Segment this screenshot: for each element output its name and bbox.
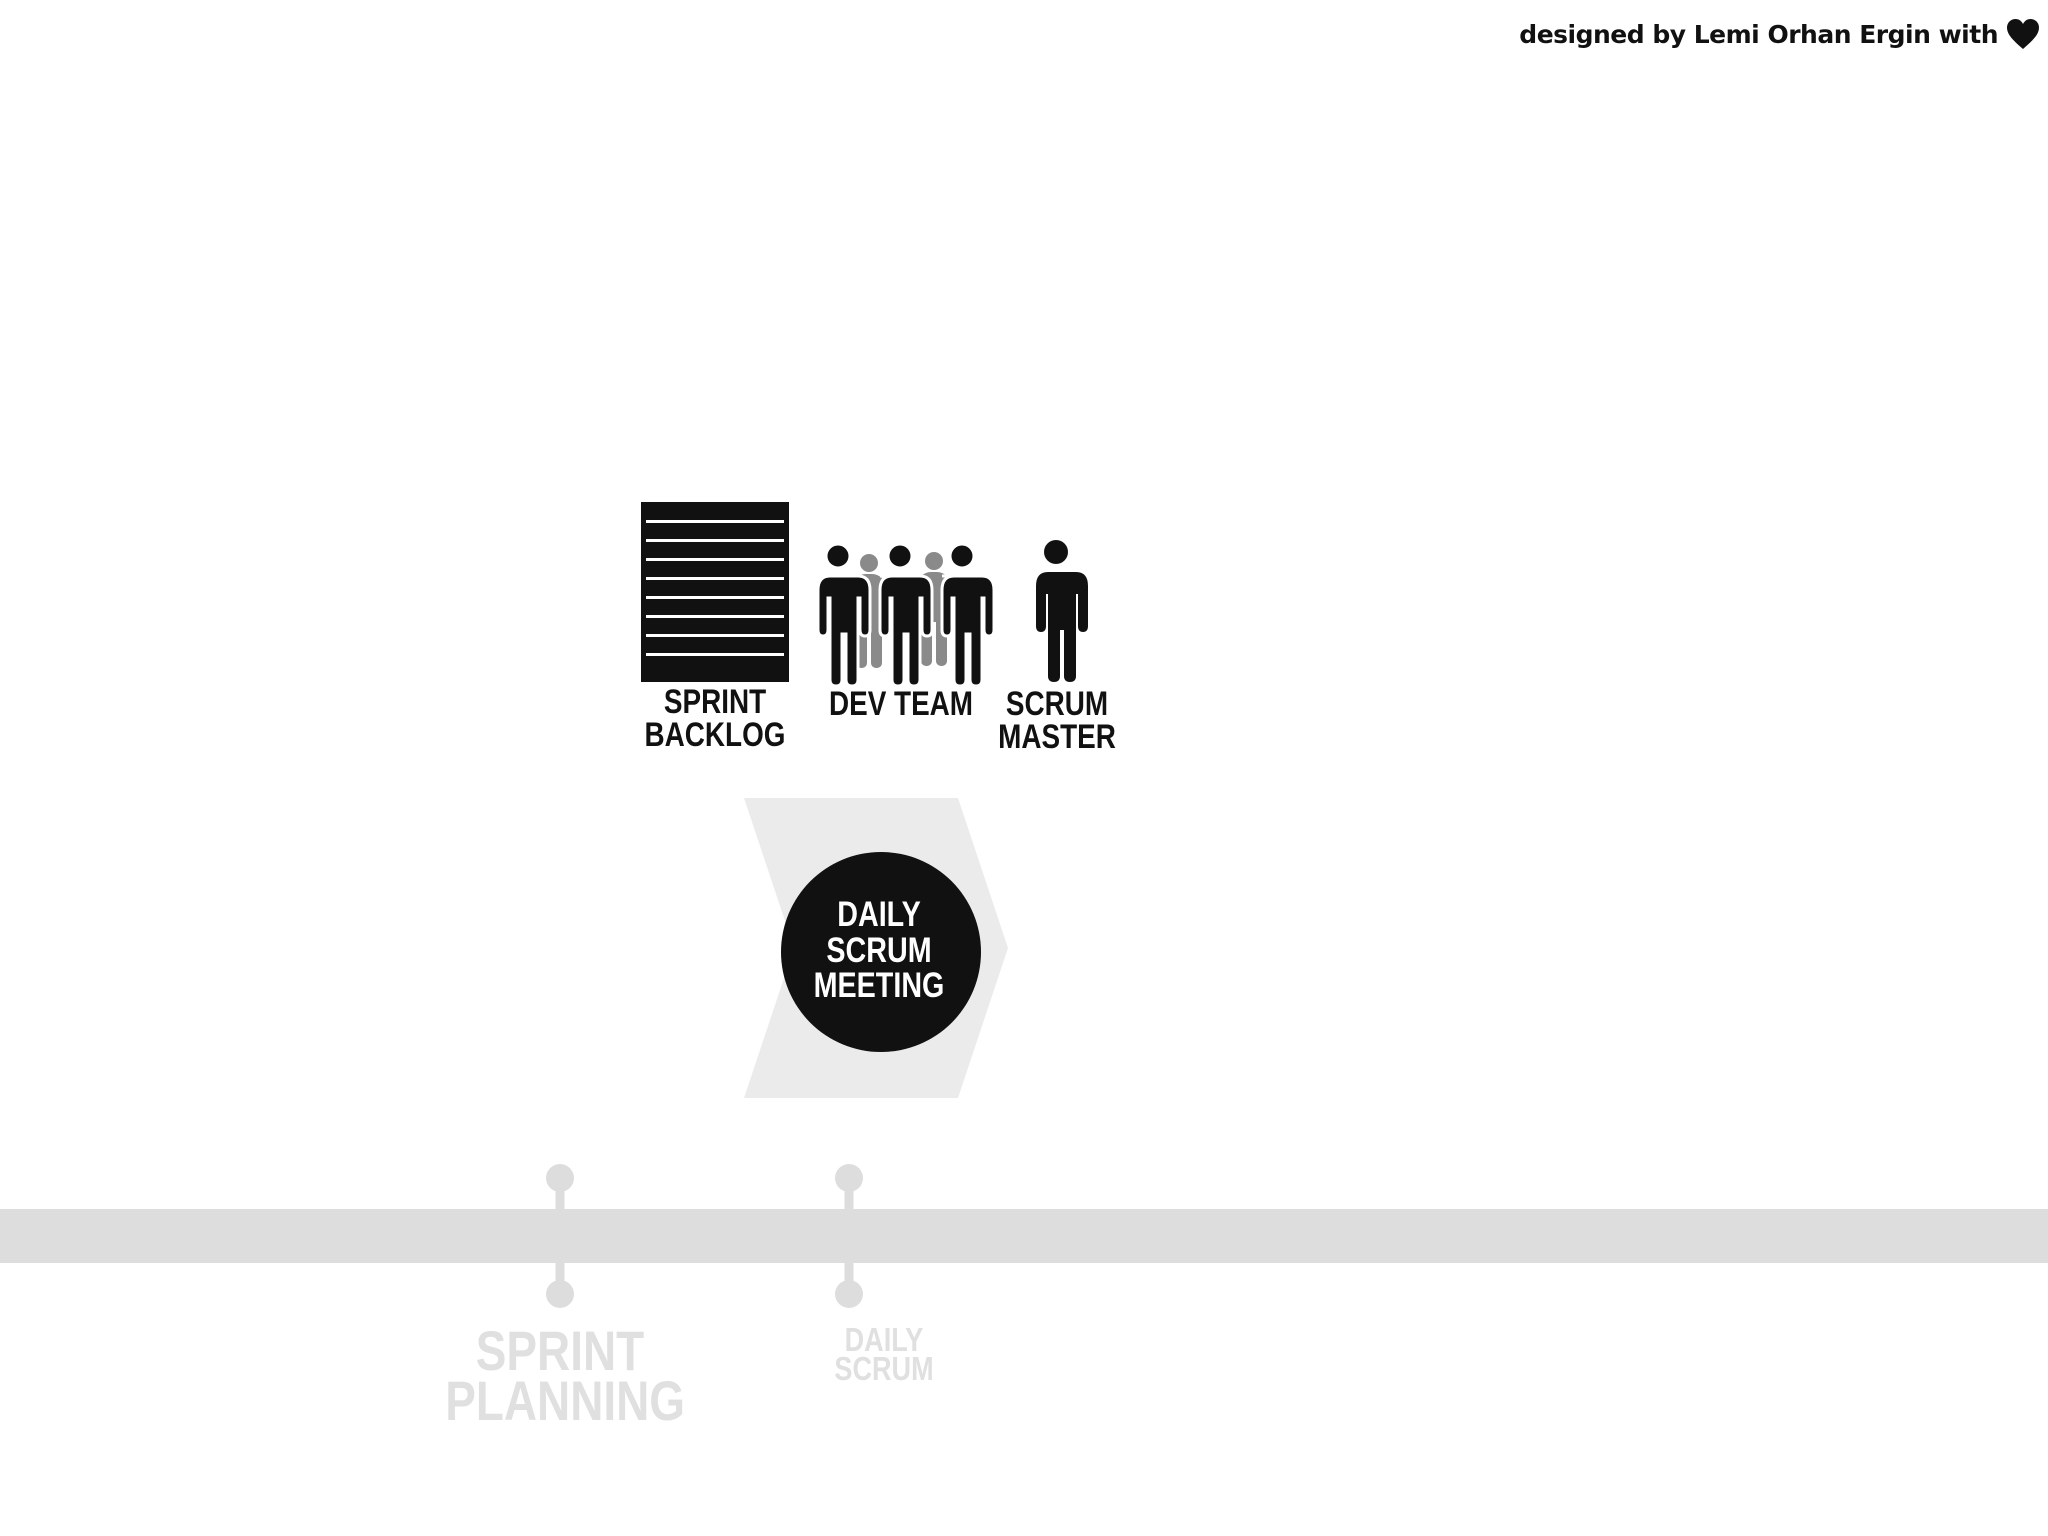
sprint-planning-label: SPRINT PLANNING — [445, 1319, 686, 1433]
designer-credit: designed by Lemi Orhan Ergin with — [1519, 14, 2040, 54]
dev-team-label: DEV TEAM — [828, 685, 974, 723]
dev-figure-center — [878, 542, 934, 688]
dev-figure-left — [816, 542, 872, 688]
daily-scrum-label: DAILY SCRUM — [834, 1321, 934, 1387]
heart-icon — [2007, 19, 2039, 49]
scrum-master-icon — [1036, 540, 1088, 682]
timeline-bar — [0, 1209, 2048, 1263]
milestone-pin-daily-scrum — [835, 1164, 863, 1308]
dev-team-icon — [816, 542, 996, 688]
daily-scrum-meeting-label: DAILY SCRUM MEETING — [813, 895, 945, 1006]
dev-figure-right — [940, 542, 996, 688]
milestone-pin-sprint-planning — [546, 1164, 574, 1308]
daily-scrum-meeting-circle — [781, 852, 981, 1052]
scrum-master-label: SCRUM MASTER — [998, 685, 1116, 757]
credit-text: designed by Lemi Orhan Ergin with — [1519, 19, 1998, 49]
sprint-backlog-label: SPRINT BACKLOG — [644, 683, 786, 755]
sprint-backlog-icon — [641, 502, 789, 682]
